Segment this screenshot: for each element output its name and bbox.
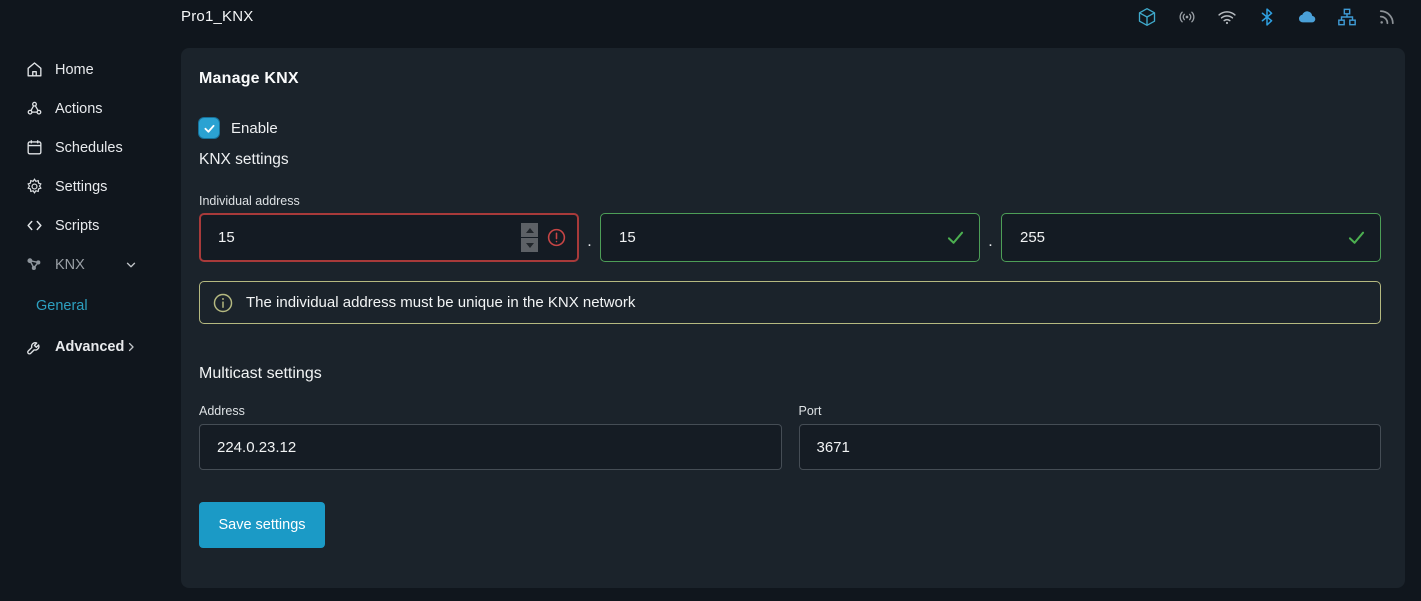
package-cube-icon: [1137, 7, 1157, 27]
enable-row: Enable: [199, 118, 1381, 138]
sidebar-item-actions[interactable]: Actions: [0, 89, 160, 128]
multicast-port-input[interactable]: [798, 424, 1381, 470]
calendar-icon: [24, 138, 44, 158]
gear-icon: [24, 177, 44, 197]
info-icon: [212, 292, 234, 314]
chevron-down-icon: [124, 258, 138, 272]
individual-address-label: Individual address: [199, 194, 300, 208]
wifi-icon: [1217, 7, 1237, 27]
octet-field-1: [199, 213, 579, 262]
sidebar-item-scripts[interactable]: Scripts: [0, 206, 160, 245]
sidebar-item-label: Home: [55, 61, 94, 78]
cloud-icon: [1297, 7, 1317, 27]
check-icon: [204, 124, 214, 133]
sidebar-item-label: Scripts: [55, 217, 100, 234]
port-label: Port: [798, 404, 822, 418]
multicast-port-group: Port: [798, 404, 1381, 470]
broadcast-icon: [1177, 7, 1197, 27]
error-icon: [546, 227, 567, 248]
octet-input-1[interactable]: [199, 213, 579, 262]
sidebar: Home Actions Schedules Settings Scripts …: [0, 36, 160, 601]
save-settings-button[interactable]: Save settings: [199, 502, 325, 548]
bluetooth-icon: [1257, 7, 1277, 27]
octet-separator: .: [587, 232, 592, 250]
chevron-right-icon: [124, 340, 138, 354]
home-icon: [24, 60, 44, 80]
sidebar-item-label: KNX: [55, 256, 85, 273]
multicast-address-input[interactable]: [199, 424, 782, 470]
sidebar-item-schedules[interactable]: Schedules: [0, 128, 160, 167]
knx-settings-label: KNX settings: [199, 151, 289, 168]
octet-separator: .: [988, 232, 993, 250]
status-icon-bar: [1137, 7, 1397, 27]
rss-icon: [1377, 7, 1397, 27]
individual-address-row: . .: [199, 213, 1381, 262]
number-spinner: [521, 223, 538, 252]
octet-input-3[interactable]: [1001, 213, 1381, 262]
valid-check-icon: [945, 227, 966, 248]
sidebar-item-label: Advanced: [55, 339, 125, 355]
sidebar-item-home[interactable]: Home: [0, 50, 160, 89]
sidebar-item-knx[interactable]: KNX: [0, 245, 160, 284]
multicast-address-group: Address: [199, 404, 782, 470]
device-title: Pro1_KNX: [181, 8, 254, 25]
multicast-fields-row: Address Port: [199, 404, 1381, 470]
sidebar-item-advanced[interactable]: Advanced: [0, 327, 160, 367]
sidebar-item-label: Settings: [55, 178, 108, 195]
page-title: Manage KNX: [199, 70, 299, 87]
sidebar-item-settings[interactable]: Settings: [0, 167, 160, 206]
manage-knx-panel: Manage KNX Enable KNX settings Individua…: [181, 48, 1405, 588]
topbar: Pro1_KNX: [0, 0, 1421, 36]
octet-field-3: [1001, 213, 1381, 262]
knx-network-icon: [24, 255, 44, 275]
wrench-icon: [24, 337, 44, 357]
enable-label: Enable: [231, 119, 278, 137]
multicast-settings-heading: Multicast settings: [199, 365, 322, 382]
sidebar-item-label: Actions: [55, 100, 103, 117]
info-banner: The individual address must be unique in…: [199, 281, 1381, 324]
octet-input-2[interactable]: [600, 213, 980, 262]
valid-check-icon: [1346, 227, 1367, 248]
octet-field-2: [600, 213, 980, 262]
info-message: The individual address must be unique in…: [246, 294, 636, 311]
sidebar-item-label: Schedules: [55, 139, 123, 156]
sidebar-item-general[interactable]: General: [0, 284, 160, 327]
lan-icon: [1337, 7, 1357, 27]
code-icon: [24, 216, 44, 236]
actions-icon: [24, 99, 44, 119]
sidebar-subitem-label: General: [36, 297, 88, 314]
spinner-up-button[interactable]: [521, 223, 538, 237]
address-label: Address: [199, 404, 245, 418]
spinner-down-button[interactable]: [521, 238, 538, 252]
enable-checkbox[interactable]: [199, 118, 219, 138]
